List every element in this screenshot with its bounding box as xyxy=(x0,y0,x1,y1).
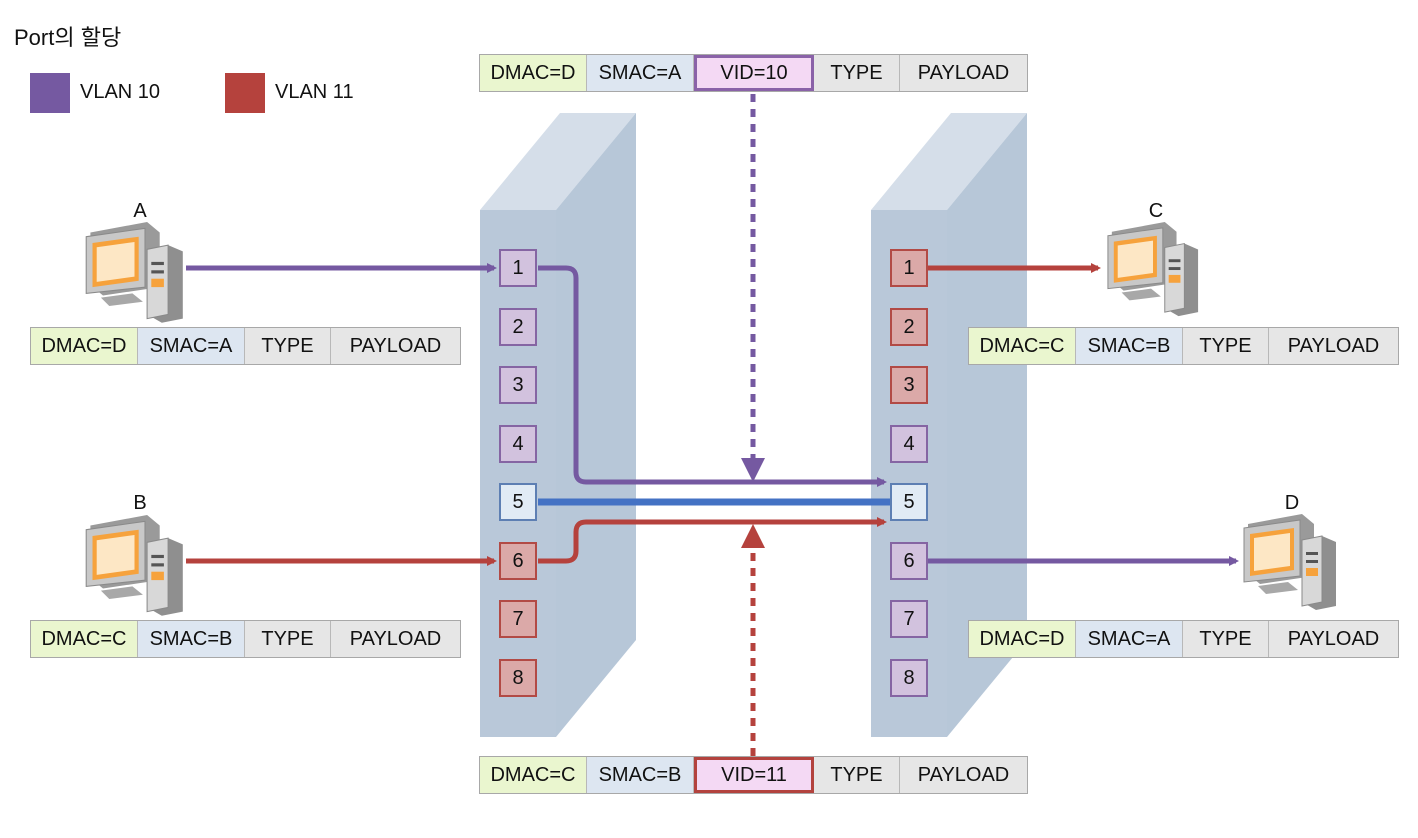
diagram-title: Port의 할당 xyxy=(14,25,122,50)
frame-smac: SMAC=B xyxy=(1076,328,1183,364)
frame-smac: SMAC=B xyxy=(587,757,694,793)
host-label-a: A xyxy=(133,200,147,222)
frame-dmac: DMAC=D xyxy=(31,328,138,364)
vid10-arrowhead xyxy=(741,458,765,482)
switch1-port-7: 7 xyxy=(499,600,537,638)
switch-1 xyxy=(480,113,636,737)
switch2-port-3: 3 xyxy=(890,366,928,404)
switch2-port-4: 4 xyxy=(890,425,928,463)
frame-dmac: DMAC=C xyxy=(969,328,1076,364)
frame-dmac: DMAC=C xyxy=(31,621,138,657)
legend-label-vlan10: VLAN 10 xyxy=(80,81,161,103)
switch2-port-8: 8 xyxy=(890,659,928,697)
frame-payload: PAYLOAD xyxy=(331,621,460,657)
frame-payload: PAYLOAD xyxy=(900,55,1027,91)
computer-icon-d xyxy=(1243,513,1337,611)
host-label-d: D xyxy=(1284,492,1300,514)
frame-host-a: DMAC=D SMAC=A TYPE PAYLOAD xyxy=(30,327,461,365)
frame-host-c: DMAC=C SMAC=B TYPE PAYLOAD xyxy=(968,327,1399,365)
frame-vid: VID=11 xyxy=(694,757,814,793)
frame-type: TYPE xyxy=(1183,328,1269,364)
frame-type: TYPE xyxy=(245,621,331,657)
vid11-arrowhead xyxy=(741,524,765,548)
switch2-port-7: 7 xyxy=(890,600,928,638)
frame-payload: PAYLOAD xyxy=(900,757,1027,793)
host-label-b: B xyxy=(133,492,147,514)
frame-smac: SMAC=A xyxy=(587,55,694,91)
frame-payload: PAYLOAD xyxy=(331,328,460,364)
switch1-port-5: 5 xyxy=(499,483,537,521)
frame-payload: PAYLOAD xyxy=(1269,621,1398,657)
switch1-port-2: 2 xyxy=(499,308,537,346)
switch1-port-3: 3 xyxy=(499,366,537,404)
frame-smac: SMAC=B xyxy=(138,621,245,657)
frame-tagged-vid10: DMAC=D SMAC=A VID=10 TYPE PAYLOAD xyxy=(479,54,1028,92)
frame-type: TYPE xyxy=(814,757,900,793)
switch2-port-2: 2 xyxy=(890,308,928,346)
computer-icon-a xyxy=(85,221,184,324)
frame-type: TYPE xyxy=(814,55,900,91)
vlan10-trunk-path xyxy=(538,265,887,487)
switch2-port-5: 5 xyxy=(890,483,928,521)
frame-smac: SMAC=A xyxy=(138,328,245,364)
frame-vid: VID=10 xyxy=(694,55,814,91)
computer-icon-b xyxy=(85,514,184,617)
legend-swatch-vlan11 xyxy=(225,73,265,113)
frame-tagged-vid11: DMAC=C SMAC=B VID=11 TYPE PAYLOAD xyxy=(479,756,1028,794)
switch1-port-4: 4 xyxy=(499,425,537,463)
frame-host-b: DMAC=C SMAC=B TYPE PAYLOAD xyxy=(30,620,461,658)
frame-dmac: DMAC=C xyxy=(480,757,587,793)
legend-swatch-vlan10 xyxy=(30,73,70,113)
frame-dmac: DMAC=D xyxy=(969,621,1076,657)
legend-label-vlan11: VLAN 11 xyxy=(275,81,354,103)
switch2-port-1: 1 xyxy=(890,249,928,287)
host-label-c: C xyxy=(1148,200,1164,222)
vlan11-trunk-path xyxy=(538,517,887,564)
frame-smac: SMAC=A xyxy=(1076,621,1183,657)
frame-type: TYPE xyxy=(245,328,331,364)
frame-host-d: DMAC=D SMAC=A TYPE PAYLOAD xyxy=(968,620,1399,658)
frame-type: TYPE xyxy=(1183,621,1269,657)
switch2-port-6: 6 xyxy=(890,542,928,580)
switch1-port-8: 8 xyxy=(499,659,537,697)
frame-dmac: DMAC=D xyxy=(480,55,587,91)
switch1-port-1: 1 xyxy=(499,249,537,287)
computer-icon-c xyxy=(1107,221,1199,317)
switch1-port-6: 6 xyxy=(499,542,537,580)
frame-payload: PAYLOAD xyxy=(1269,328,1398,364)
